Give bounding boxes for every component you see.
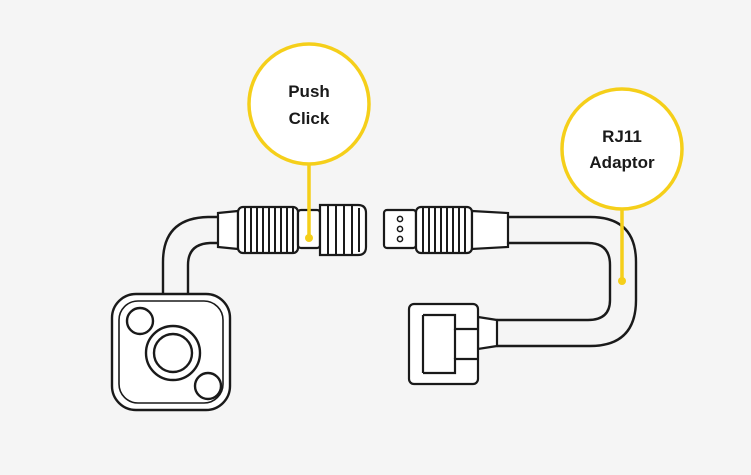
right-cable	[495, 215, 638, 348]
sensor-center	[152, 332, 194, 374]
callout-push-click: Push Click	[247, 42, 371, 242]
callout-label-rj11: RJ11	[602, 127, 642, 146]
sensor-hole-bottom-right	[193, 371, 223, 401]
callout-ring-rj11-adaptor	[560, 87, 684, 211]
rj11-plug	[407, 302, 499, 386]
callout-rj11-adaptor: RJ11 Adaptor	[560, 87, 684, 285]
callout-label-adaptor: Adaptor	[589, 153, 655, 172]
callout-label-push: Push	[288, 82, 330, 101]
sensor-button	[110, 292, 232, 412]
left-cable	[161, 215, 222, 302]
sensor-hole-top-left	[125, 306, 155, 336]
callout-ring-push-click	[247, 42, 371, 166]
callout-label-click: Click	[289, 109, 330, 128]
adaptor-connector	[382, 205, 510, 255]
push-click-connector	[216, 203, 368, 257]
